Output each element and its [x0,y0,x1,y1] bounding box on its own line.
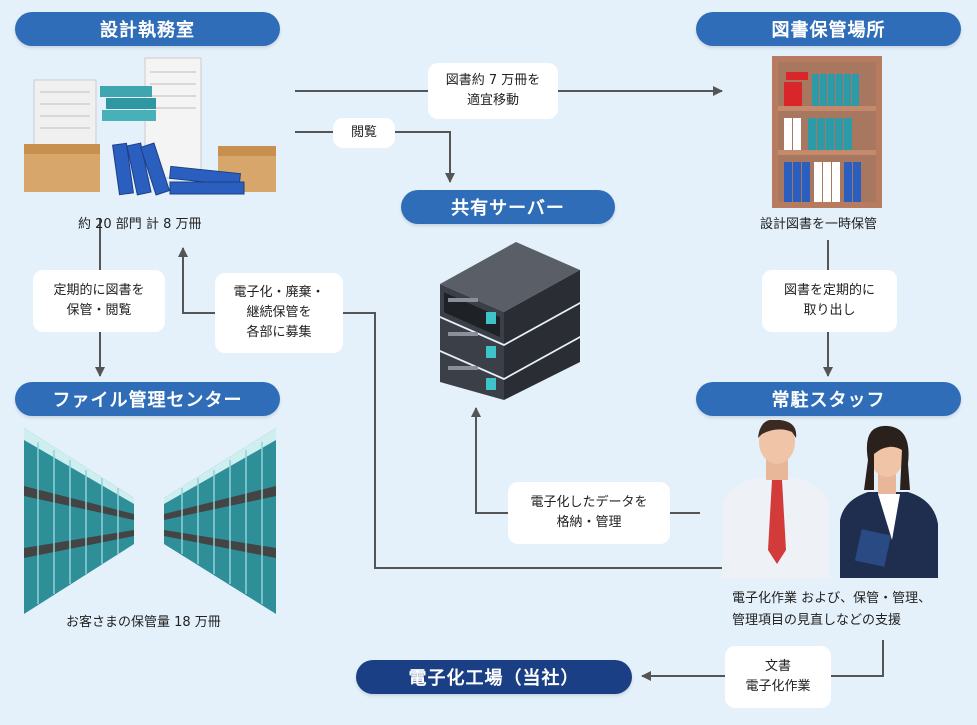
label-doc-digitize: 文書 電子化作業 [725,646,831,708]
node-library: 図書保管場所 [696,12,961,46]
edge-doc-digitize [641,640,884,681]
label-digitize-dispose: 電子化・廃棄・ 継続保管を 各部に募集 [215,273,343,353]
staff-illustration [722,420,938,578]
office-documents-illustration [24,57,276,196]
node-resident-staff: 常駐スタッフ [696,382,961,416]
caption-file-center: お客さまの保管量 18 万冊 [66,615,221,630]
label-browse: 閲覧 [333,118,395,148]
edge-digitize-dispose [178,247,722,569]
label-move-books: 図書約 7 万冊を 適宜移動 [428,63,558,119]
node-design-office: 設計執務室 [15,12,280,46]
caption-library: 設計図書を一時保管 [760,217,878,232]
caption-design-office: 約 20 部門 計 8 万冊 [78,217,202,232]
caption-resident-staff: 電子化作業 および、保管・管理、 管理項目の見直しなどの支援 [732,591,932,628]
server-illustration [440,242,580,400]
filing-aisles-illustration [24,428,276,614]
label-periodic-store: 定期的に図書を 保管・閲覧 [33,270,165,332]
node-shared-server: 共有サーバー [401,190,615,224]
node-factory: 電子化工場（当社） [356,660,632,694]
label-store-data: 電子化したデータを 格納・管理 [508,482,670,544]
label-periodic-take: 図書を定期的に 取り出し [762,270,897,332]
node-file-center: ファイル管理センター [15,382,280,416]
bookshelf-illustration [772,56,882,208]
